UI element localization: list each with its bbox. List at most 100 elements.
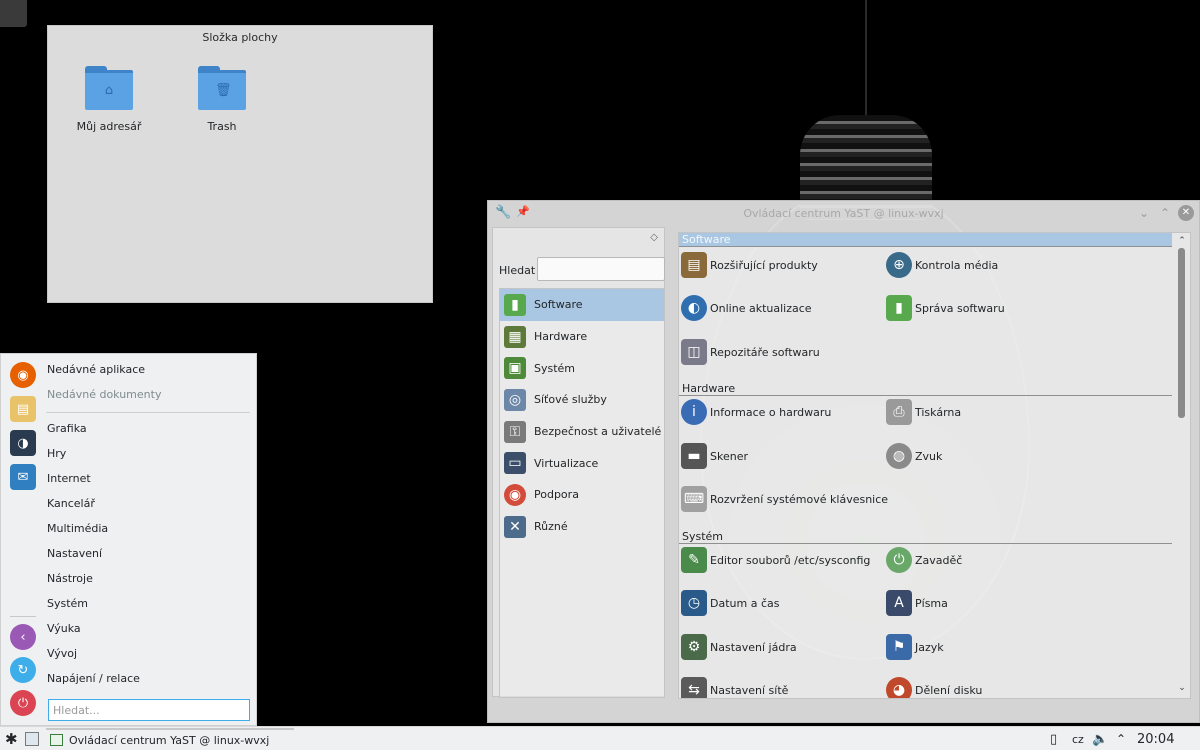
category-system[interactable]: ▣ Systém	[500, 352, 664, 384]
desktop-icon-label: Můj adresář	[76, 120, 142, 133]
module-scanner[interactable]: ▬ Skener	[681, 442, 748, 470]
module-label: Zvuk	[915, 449, 943, 463]
firefox-icon[interactable]: ◉	[10, 362, 36, 388]
show-desktop-icon[interactable]	[25, 732, 39, 746]
category-label: Hardware	[534, 330, 588, 344]
module-panel: Software ▤ Rozšiřující produkty ⊕ Kontro…	[678, 232, 1191, 699]
pin-icon[interactable]: 📌	[516, 205, 530, 218]
menu-item-development[interactable]: Vývoj	[47, 647, 78, 660]
favorites-strip: ◉ ▤ ◑ ✉ ‹ ↻ ⏻	[4, 354, 40, 724]
module-online-update[interactable]: ◐ Online aktualizace	[681, 294, 812, 322]
category-security-users[interactable]: ⚿ Bezpečnost a uživatelé	[500, 416, 664, 448]
category-hardware[interactable]: ▦ Hardware	[500, 321, 664, 353]
menu-item-internet[interactable]: Internet	[47, 472, 91, 485]
task-yast[interactable]: Ovládací centrum YaST @ linux-wvxj	[46, 728, 294, 750]
module-label: Zavaděč	[915, 553, 963, 567]
category-misc[interactable]: ✕ Různé	[500, 511, 664, 543]
task-label: Ovládací centrum YaST @ linux-wvxj	[69, 733, 270, 747]
switch-user-icon[interactable]: ↻	[10, 657, 36, 683]
category-virtualization[interactable]: ▭ Virtualizace	[500, 447, 664, 479]
close-button[interactable]: ✕	[1178, 205, 1194, 221]
module-fonts[interactable]: A Písma	[886, 589, 948, 617]
module-hardware-info[interactable]: i Informace o hardwaru	[681, 398, 831, 426]
module-add-on-products[interactable]: ▤ Rozšiřující produkty	[681, 251, 818, 279]
module-label: Nastavení jádra	[710, 640, 797, 654]
menu-item-multimedia[interactable]: Multimédia	[47, 522, 109, 535]
module-scrollbar[interactable]: ⌃ ⌄	[1174, 233, 1190, 698]
settings-toggle-icon[interactable]: ◑	[10, 430, 36, 456]
module-keyboard-layout[interactable]: ⌨ Rozvržení systémové klávesnice	[681, 485, 888, 513]
category-panel: ◇ Hledat ▮ Software ▦ Hardware ▣ Systém …	[492, 227, 665, 698]
menu-item-office[interactable]: Kancelář	[47, 497, 95, 510]
menu-item-utilities[interactable]: Nástroje	[47, 572, 93, 585]
module-partitioner[interactable]: ◕ Dělení disku	[886, 676, 982, 698]
menu-search-input[interactable]: Hledat...	[48, 699, 250, 721]
world-map-icon: ◷	[681, 590, 707, 616]
scrollbar-thumb[interactable]	[1178, 248, 1185, 418]
scroll-down-icon[interactable]: ⌄	[1178, 683, 1186, 693]
maximize-button[interactable]: ⌃	[1159, 206, 1171, 220]
category-support[interactable]: ◉ Podpora	[500, 479, 664, 511]
menu-recent-documents[interactable]: Nedávné dokumenty	[47, 388, 162, 401]
kernel-settings-icon: ⚙	[681, 634, 707, 660]
yast-window: 🔧 📌 Ovládací centrum YaST @ linux-wvxj ⌄…	[487, 200, 1200, 723]
file-manager-icon[interactable]: ▤	[10, 396, 36, 422]
menu-recent-applications[interactable]: Nedávné aplikace	[47, 363, 146, 376]
desktop-icon-label: Trash	[207, 120, 237, 133]
hardware-icon: ▦	[504, 325, 526, 348]
desktop-icon-home[interactable]: ⌂ Můj adresář	[59, 66, 159, 133]
clock[interactable]: 20:04	[1137, 731, 1175, 747]
desktop-toolbox-button[interactable]	[0, 0, 27, 27]
media-check-icon: ⊕	[886, 252, 912, 278]
favorites-divider	[10, 616, 36, 617]
volume-icon[interactable]: 🔈	[1092, 731, 1109, 747]
sound-icon: ◍	[886, 443, 912, 469]
menu-item-system[interactable]: Systém	[47, 597, 89, 610]
mail-icon[interactable]: ✉	[10, 464, 36, 490]
language-flag-icon: ⚑	[886, 634, 912, 660]
search-input[interactable]	[537, 257, 665, 281]
category-network-services[interactable]: ◎ Síťové služby	[500, 384, 664, 416]
menu-item-education[interactable]: Výuka	[47, 622, 81, 635]
module-printer[interactable]: ⎙ Tiskárna	[886, 398, 961, 426]
bulb-cord	[865, 0, 867, 118]
yast-app-icon[interactable]: 🔧	[495, 205, 512, 220]
window-titlebar[interactable]: 🔧 📌 Ovládací centrum YaST @ linux-wvxj ⌄…	[488, 201, 1199, 225]
repositories-icon: ◫	[681, 339, 707, 365]
expand-tray-icon[interactable]: ⌃	[1116, 732, 1127, 746]
application-menu: ◉ ▤ ◑ ✉ ‹ ↻ ⏻ Nedávné aplikace Nedávné d…	[0, 353, 257, 726]
category-software[interactable]: ▮ Software	[500, 289, 664, 321]
module-media-check[interactable]: ⊕ Kontrola média	[886, 251, 998, 279]
module-date-time[interactable]: ◷ Datum a čas	[681, 589, 779, 617]
menu-item-settings[interactable]: Nastavení	[47, 547, 103, 560]
module-kernel-settings[interactable]: ⚙ Nastavení jádra	[681, 633, 797, 661]
clipboard-icon[interactable]: ▯	[1050, 731, 1058, 747]
desktop-icon-trash[interactable]: 🗑 Trash	[172, 66, 272, 133]
module-software-repositories[interactable]: ◫ Repozitáře softwaru	[681, 338, 820, 366]
module-sound[interactable]: ◍ Zvuk	[886, 442, 942, 470]
menu-item-power-session[interactable]: Napájení / relace	[47, 672, 140, 685]
module-software-management[interactable]: ▮ Správa softwaru	[886, 294, 1005, 322]
module-label: Skener	[710, 449, 748, 463]
module-label: Kontrola média	[915, 258, 999, 272]
power-icon[interactable]: ⏻	[10, 690, 36, 716]
keyboard-icon: ⌨	[681, 486, 707, 512]
trash-folder-icon: 🗑	[198, 66, 246, 110]
kde-launcher-icon[interactable]: ✱	[5, 730, 18, 748]
category-label: Bezpečnost a uživatelé	[534, 425, 662, 439]
menu-item-games[interactable]: Hry	[47, 447, 67, 460]
keys-icon: ⚿	[504, 420, 526, 443]
module-sysconfig-editor[interactable]: ✎ Editor souborů /etc/sysconfig	[681, 546, 870, 574]
keyboard-layout-indicator[interactable]: cz	[1072, 732, 1084, 746]
category-list: ▮ Software ▦ Hardware ▣ Systém ◎ Síťové …	[499, 288, 665, 698]
dock-options-icon[interactable]: ◇	[650, 232, 658, 243]
back-icon[interactable]: ‹	[10, 624, 36, 650]
scroll-up-icon[interactable]: ⌃	[1178, 236, 1186, 246]
module-language[interactable]: ⚑ Jazyk	[886, 633, 944, 661]
minimize-button[interactable]: ⌄	[1138, 206, 1150, 220]
home-folder-icon: ⌂	[85, 66, 133, 110]
module-boot-loader[interactable]: ⏻ Zavaděč	[886, 546, 962, 574]
menu-item-graphics[interactable]: Grafika	[47, 422, 87, 435]
category-label: Síťové služby	[534, 393, 607, 407]
module-network-settings[interactable]: ⇆ Nastavení sítě	[681, 676, 788, 698]
